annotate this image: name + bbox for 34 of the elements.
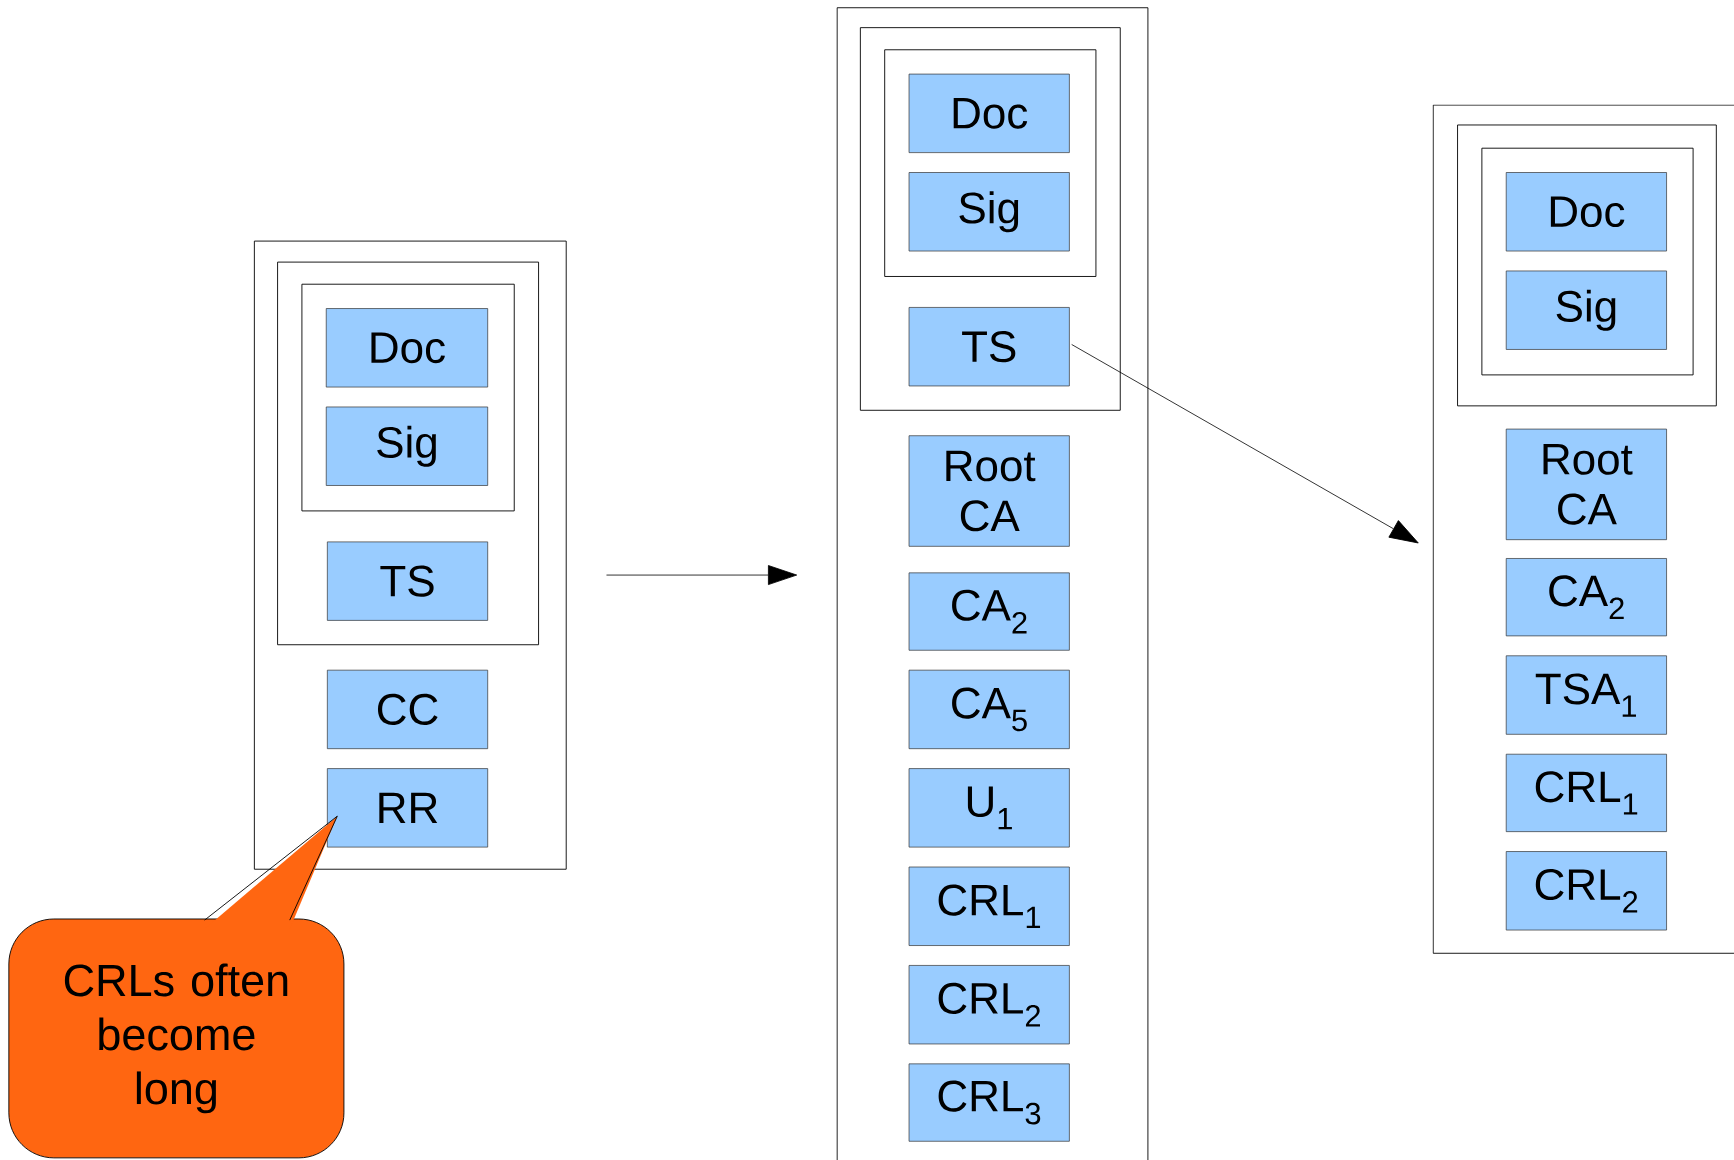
field-box: Sig	[908, 172, 1070, 252]
container-box	[884, 49, 1097, 277]
field-box: TS	[908, 307, 1070, 387]
arrow	[606, 565, 798, 585]
field-box: CA$_{2}$	[908, 572, 1070, 651]
field-box: Sig	[325, 406, 489, 486]
container-box	[836, 7, 1149, 1160]
container-box	[1481, 147, 1694, 376]
field-box: CRL$_{1}$	[1505, 753, 1667, 832]
field-box: Sig	[1505, 270, 1667, 350]
field-box: CRL$_{2}$	[1505, 851, 1667, 931]
container-box	[859, 27, 1121, 411]
field-box: CRL$_{1}$	[908, 866, 1070, 946]
speech-bubble: CRLs often become long	[8, 815, 345, 1159]
arrow	[1071, 344, 1419, 544]
field-box: CA$_{2}$	[1505, 558, 1667, 637]
field-box: TS	[327, 541, 489, 621]
container-box	[1457, 124, 1717, 407]
field-box: Root CA	[908, 435, 1070, 547]
field-box: Root CA	[1505, 428, 1667, 540]
container-box	[301, 283, 515, 512]
field-box: RR	[327, 768, 489, 848]
field-box: CRL$_{2}$	[908, 965, 1070, 1045]
field-box: Doc	[325, 308, 489, 388]
field-box: Doc	[908, 73, 1070, 153]
field-box: CC	[327, 669, 489, 750]
container-box	[1432, 104, 1734, 954]
field-box: TSA$_{1}$	[1505, 655, 1667, 735]
field-box: CRL$_{3}$	[908, 1063, 1070, 1142]
field-box: CA$_{5}$	[908, 669, 1070, 750]
field-box: Doc	[1505, 172, 1667, 252]
container-box	[253, 240, 567, 870]
field-box: U$_{1}$	[908, 768, 1070, 848]
container-box	[277, 261, 540, 646]
